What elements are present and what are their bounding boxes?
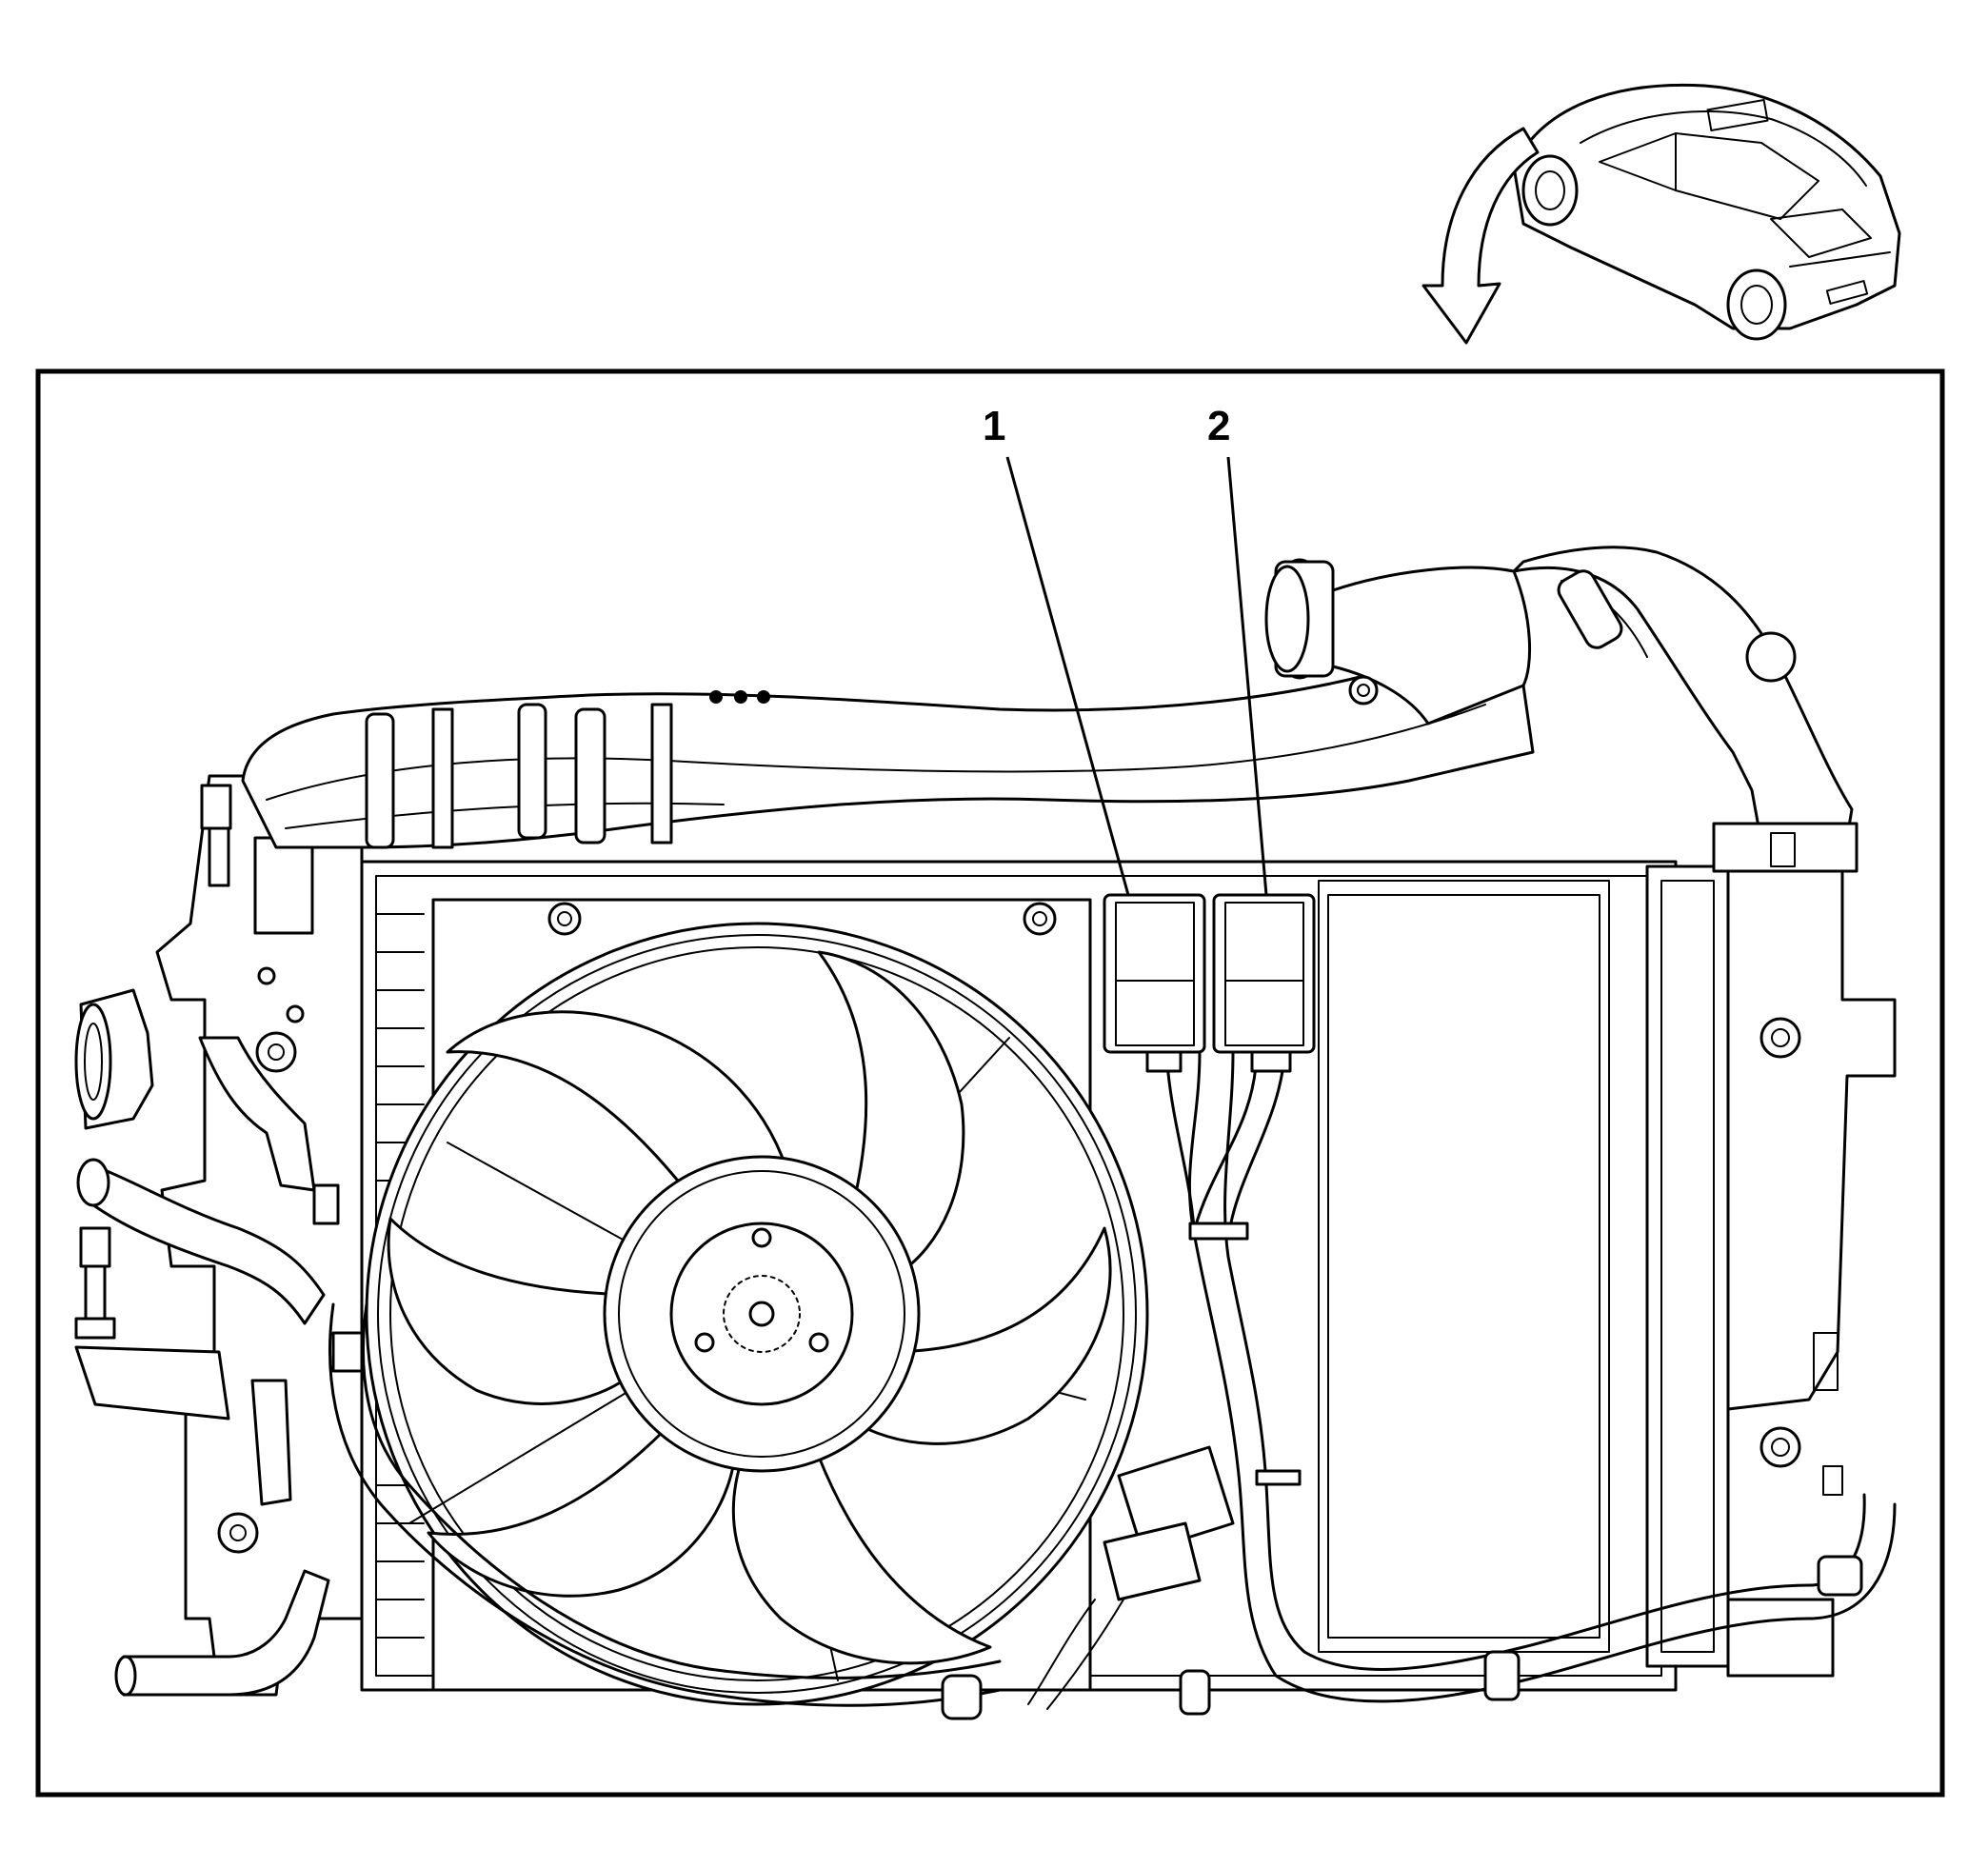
callout-1-connector	[1103, 893, 1206, 1073]
left-bracket-assembly	[74, 774, 364, 1697]
cooling-fan	[365, 898, 1149, 1706]
wiring-harness	[328, 1045, 1897, 1720]
callout-1-label: 1	[983, 403, 1005, 449]
callout-1-leader	[1005, 456, 1130, 896]
callout-2-leader	[1226, 456, 1268, 896]
upper-hose	[241, 546, 1859, 873]
diagram-frame	[35, 368, 1945, 1798]
callout-2-connector	[1212, 893, 1316, 1073]
vehicle-orientation-icon	[1421, 83, 1901, 345]
callout-2-label: 2	[1207, 403, 1230, 449]
